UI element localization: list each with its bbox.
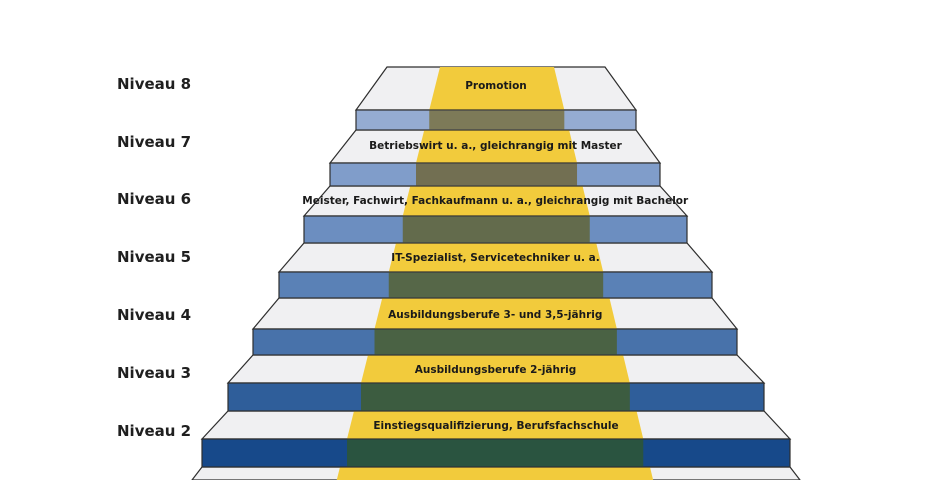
path-segment-2 [347, 411, 644, 439]
path-segment-4 [374, 298, 617, 329]
path-segment-6 [402, 186, 590, 216]
path-riser-shade-6 [402, 216, 590, 243]
step-caption-2: Einstiegsqualifizierung, Berufsfachschul… [373, 420, 618, 432]
path-segment-5 [388, 243, 604, 272]
path-riser-shade-7 [416, 163, 578, 186]
level-label-7: Niveau 7 [117, 133, 192, 151]
step-caption-8: Promotion [465, 80, 527, 92]
level-label-6: Niveau 6 [117, 190, 192, 208]
level-label-8: Niveau 8 [117, 75, 192, 93]
path-segment-3 [361, 355, 630, 383]
path-riser-shade-4 [374, 329, 617, 355]
step-caption-5: IT-Spezialist, Servicetechniker u. a. [391, 252, 599, 264]
path-riser-shade-3 [361, 383, 630, 411]
path-segment-7 [416, 130, 578, 163]
level-label-3: Niveau 3 [117, 364, 192, 382]
step-caption-6: Meister, Fachwirt, Fachkaufmann u. a., g… [302, 195, 689, 207]
level-label-5: Niveau 5 [117, 248, 192, 266]
path-segment-bottom-partial [336, 467, 654, 480]
path-riser-shade-2 [347, 439, 644, 467]
level-label-2: Niveau 2 [117, 422, 192, 440]
path-riser-shade-8 [429, 110, 565, 130]
step-caption-4: Ausbildungsberufe 3- und 3,5-jährig [388, 309, 602, 321]
path-riser-shade-5 [388, 272, 604, 298]
level-label-4: Niveau 4 [117, 306, 192, 324]
step-caption-3: Ausbildungsberufe 2-jährig [415, 364, 577, 376]
step-caption-7: Betriebswirt u. a., gleichrangig mit Mas… [369, 140, 622, 152]
path-segment-8 [429, 67, 565, 110]
